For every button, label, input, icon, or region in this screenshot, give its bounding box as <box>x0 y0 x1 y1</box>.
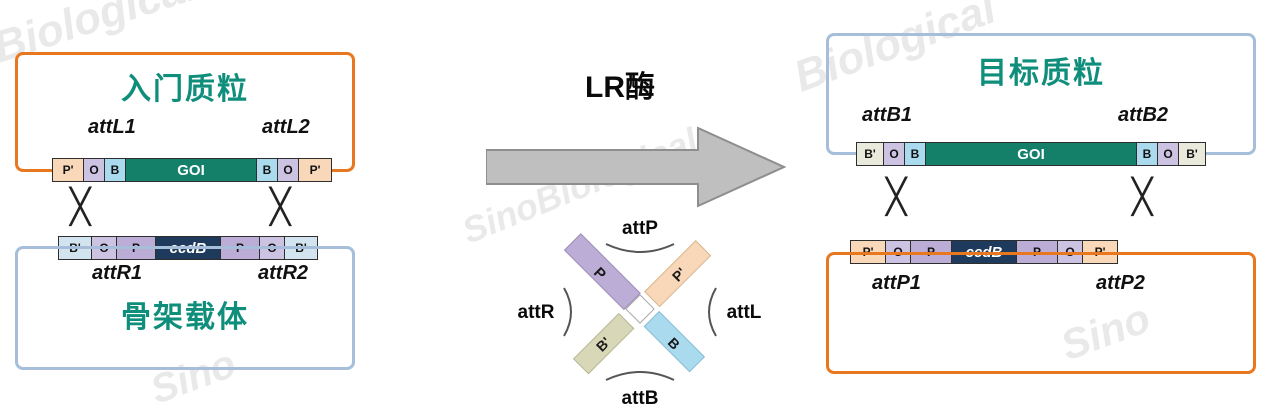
attL1-label: attL1 <box>88 116 136 138</box>
segment-o: O <box>83 158 105 182</box>
attR1-label: attR1 <box>92 262 143 284</box>
lr-enzyme-label: LR酶 <box>585 71 655 104</box>
entry-plasmid-title: 入门质粒 <box>121 73 249 106</box>
arc-left <box>563 287 572 337</box>
attP2-label: attP2 <box>1096 272 1145 294</box>
segment-goi: GOI <box>125 158 257 182</box>
segment-o: O <box>277 158 299 182</box>
target-plasmid-title: 目标质粒 <box>977 57 1105 90</box>
backbone-vector-title: 骨架载体 <box>121 301 249 334</box>
attL2-label: attL2 <box>262 116 310 138</box>
band-B-prime <box>572 312 635 375</box>
arc-top <box>605 243 675 253</box>
attR2-label: attR2 <box>258 262 309 284</box>
attP1-label: attP1 <box>872 272 921 294</box>
band-P-prime <box>644 240 712 308</box>
attR-label: attR <box>518 302 555 323</box>
segment-b: B <box>256 158 278 182</box>
segment-o: O <box>1157 142 1179 166</box>
recombination-cross-right-2: ╳ <box>1132 178 1153 216</box>
segment-b: B <box>104 158 126 182</box>
segment-p-prime: P' <box>52 158 84 182</box>
segment-o: O <box>883 142 905 166</box>
recombination-cross-left-1: ╳ <box>70 188 91 226</box>
attB-label: attB <box>622 388 659 409</box>
attB1-label: attB1 <box>862 104 913 126</box>
donor-vector-outline <box>826 252 1256 374</box>
segment-b-prime: B' <box>1178 142 1206 166</box>
crossover-center-diamond <box>625 294 655 324</box>
segment-p-prime: P' <box>298 158 332 182</box>
arc-right <box>708 287 717 337</box>
band-B <box>643 310 706 373</box>
attB2-label: attB2 <box>1118 104 1169 126</box>
att-site-crossover-diagram: P P' B' B attP attR attL attB <box>518 218 762 409</box>
segment-b-prime: B' <box>856 142 884 166</box>
recombination-cross-right-1: ╳ <box>886 178 907 216</box>
segment-goi: GOI <box>925 142 1137 166</box>
arrow-shape <box>486 126 786 208</box>
attP-label: attP <box>622 218 658 239</box>
backbone-vector-outline <box>15 246 355 370</box>
attL-label: attL <box>727 302 762 323</box>
recombination-cross-left-2: ╳ <box>270 188 291 226</box>
arc-bottom <box>605 371 675 381</box>
reaction-arrow <box>486 126 786 208</box>
segment-b: B <box>904 142 926 166</box>
segment-b: B <box>1136 142 1158 166</box>
band-P <box>563 233 641 311</box>
